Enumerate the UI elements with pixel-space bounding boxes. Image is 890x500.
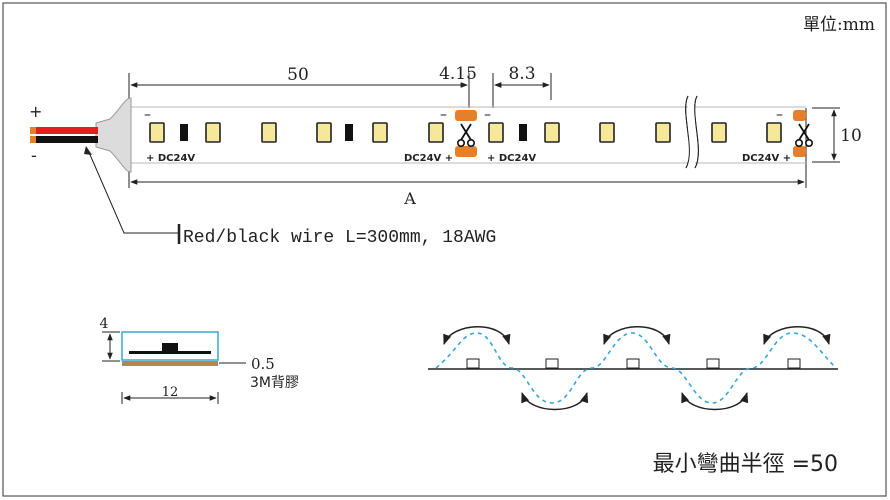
wire-minus-sign: - [31, 146, 37, 165]
red-wire [34, 127, 98, 134]
strip-minus-cut1-left: – [440, 107, 447, 123]
cut-pad [793, 146, 806, 157]
led-chip [599, 122, 615, 143]
strip-minus-left: – [144, 107, 151, 123]
units-label: 單位:mm [803, 15, 875, 35]
cut-pad [455, 146, 477, 157]
bend-arrow [681, 392, 749, 411]
led-chip [261, 122, 277, 143]
wire-plus-sign: + [29, 102, 42, 121]
bend-radius-label: 最小彎曲半徑 =50 [653, 452, 838, 477]
cut-pad [793, 110, 806, 121]
led-strip [30, 95, 806, 173]
resistor [180, 124, 188, 141]
wire-spec-label: Red/black wire L=300mm, 18AWG [183, 228, 496, 248]
mount-block [545, 358, 559, 369]
mount-block [787, 358, 801, 369]
led-chip [655, 122, 671, 143]
mount-block [466, 358, 480, 369]
scissors-icon [795, 123, 814, 148]
led-chip [372, 122, 388, 143]
profile-outline [121, 331, 219, 361]
dc24v-label-cut1-right: + DC24V [487, 153, 536, 164]
dimension-lines [128, 73, 840, 188]
led-chip [544, 122, 560, 143]
dim-8-3: 8.3 [508, 64, 535, 84]
dim-50: 50 [287, 65, 309, 85]
bend-illustration [428, 326, 838, 411]
mount-block [706, 358, 720, 369]
led-chip [488, 122, 504, 143]
led-chip [766, 122, 782, 143]
adhesive-thickness-label: 0.5 [251, 355, 275, 373]
wire-leader-line [87, 149, 178, 234]
dc24v-label-left: + DC24V [146, 153, 195, 164]
dim-4-15: 4.15 [439, 64, 477, 84]
scissors-icon [457, 123, 476, 148]
bend-arrow [443, 326, 511, 346]
bend-arrow [521, 392, 589, 411]
led-chip [316, 122, 332, 143]
cross-section [102, 331, 246, 404]
dc24v-label-cut1-left: DC24V + [404, 153, 453, 164]
led-chips [149, 122, 782, 143]
bend-arrow [603, 326, 671, 346]
led-chip [205, 122, 221, 143]
cut-pad [455, 110, 477, 121]
led-chip [428, 122, 444, 143]
resistor [345, 124, 353, 141]
profile-height-label: 4 [100, 316, 109, 332]
cut-pads [455, 110, 806, 157]
dim-a: A [403, 189, 416, 208]
dim-10: 10 [840, 126, 862, 146]
resistors [180, 124, 527, 141]
adhesive-label: 3M背膠 [250, 375, 299, 391]
profile-width-label: 12 [162, 385, 179, 400]
led-chip [149, 122, 165, 143]
resistor [519, 124, 527, 141]
bend-arrow [763, 326, 831, 346]
dc24v-label-right: DC24V + [742, 153, 791, 164]
strip-minus-cut1-right: – [484, 107, 491, 123]
adhesive-layer [122, 361, 218, 366]
mount-block [626, 358, 640, 369]
black-wire [34, 136, 98, 143]
led-chip [711, 122, 727, 143]
wire-connector [95, 97, 132, 173]
strip-minus-right: – [776, 107, 783, 123]
dashed-wave [435, 332, 837, 404]
